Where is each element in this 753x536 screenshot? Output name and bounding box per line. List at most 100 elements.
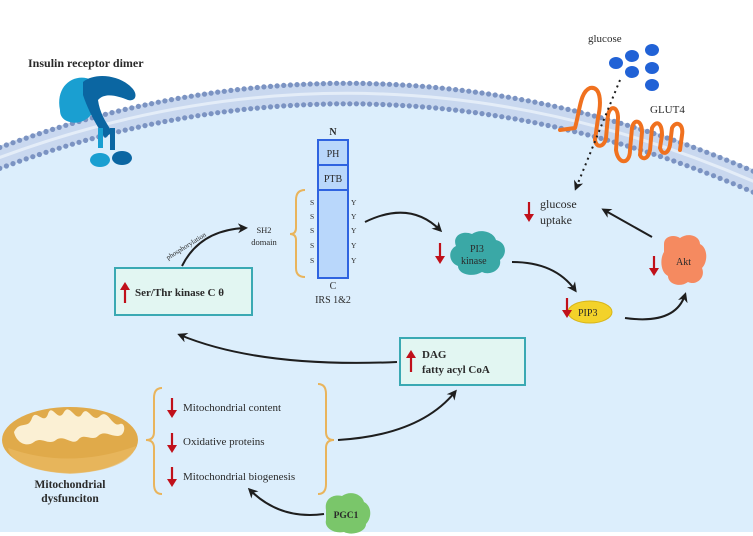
glucose-label: glucose [588, 33, 622, 45]
insulin-receptor-icon [59, 76, 136, 167]
phospholipid-head [56, 145, 62, 151]
phospholipid-head [704, 149, 710, 155]
phospholipid-head [750, 189, 753, 195]
phospholipid-head [525, 118, 531, 124]
phospholipid-head [43, 149, 49, 155]
phospholipid-head [142, 102, 148, 108]
phospholipid-head [327, 101, 333, 107]
phospholipid-head [334, 80, 340, 86]
phospholipid-head [168, 97, 175, 103]
akt-icon [661, 235, 707, 285]
phospholipid-head [697, 147, 703, 153]
phospholipid-head [122, 106, 128, 112]
phospholipid-head [413, 103, 419, 109]
irs-ph-domain: PH [327, 149, 340, 160]
phospholipid-head [453, 107, 459, 113]
mito-effect-item: Mitochondrial content [183, 402, 281, 414]
phospholipid-head [724, 157, 730, 163]
pi3k-label-2: kinase [461, 256, 487, 267]
phospholipid-head [195, 92, 201, 98]
phospholipid-head [479, 90, 485, 96]
phospholipid-head [274, 83, 280, 89]
ser-residue: S [310, 256, 314, 265]
phospholipid-head [43, 128, 49, 135]
phospholipid-head [347, 101, 353, 107]
glucose-uptake-label: glucose [540, 197, 577, 211]
phospholipid-head [314, 101, 320, 107]
phospholipid-head [129, 105, 135, 111]
phospholipid-head [499, 114, 505, 120]
arrow-pi3k-to-pip3 [511, 261, 577, 293]
phospholipid-head [30, 133, 36, 139]
phospholipid-head [578, 130, 584, 136]
phospholipid-head [36, 151, 43, 158]
phospholipid-head [155, 120, 161, 126]
phospholipid-head [611, 118, 617, 124]
phospholipid-head [426, 84, 432, 90]
phospholipid-head [17, 158, 23, 164]
phospholipid-head [168, 117, 175, 123]
ser-residue: S [310, 241, 314, 250]
phospholipid-head [50, 126, 56, 132]
phospholipid-head [208, 90, 214, 96]
arrow-dag-to-pkc [177, 333, 398, 364]
phospholipid-head [585, 111, 591, 117]
phospholipid-head [116, 129, 122, 135]
tyr-residue: Y [351, 212, 357, 221]
phospholipid-head [419, 104, 426, 110]
phospholipid-head [664, 135, 670, 141]
insulin-receptor-label: Insulin receptor dimer [28, 56, 144, 70]
phospholipid-head [261, 84, 267, 90]
phospholipid-head [188, 93, 194, 99]
phospholipid-head [486, 91, 492, 97]
phospholipid-head [499, 93, 505, 99]
phospholipid-head [162, 118, 168, 125]
phospholipid-head [433, 84, 439, 91]
phospholipid-head [353, 80, 359, 86]
mitochondrion-icon [2, 407, 138, 474]
phospholipid-head [347, 80, 353, 86]
tyr-residue: Y [351, 241, 357, 250]
phospholipid-head [618, 141, 624, 147]
mito-dysfunction-label-2: dysfunciton [41, 493, 99, 505]
down-arrow-icon [167, 433, 177, 453]
phospholipid-head [162, 98, 168, 104]
phospholipid-head [274, 103, 280, 109]
phospholipid-head [241, 86, 247, 92]
phospholipid-head [737, 163, 743, 169]
phospholipid-head [651, 151, 657, 157]
phospholipid-head [221, 109, 227, 115]
sh2-label-2: domain [251, 237, 277, 247]
dag-label-2: fatty acyl CoA [422, 364, 490, 376]
phospholipid-head [10, 161, 16, 167]
phospholipid-head [591, 113, 598, 119]
phospholipid-head [386, 102, 393, 108]
down-arrow-icon [167, 398, 177, 418]
phospholipid-head [307, 101, 313, 108]
phospholipid-head [439, 85, 445, 91]
irs-protein [317, 139, 349, 279]
phospholipid-head [360, 80, 366, 86]
phospholipid-head [373, 101, 379, 107]
phospholipid-head [10, 140, 16, 146]
phospholipid-head [532, 99, 538, 105]
arrow-irs-to-pi3k [364, 211, 443, 233]
phospholipid-head [320, 101, 326, 107]
arrow-pip3-to-akt [624, 292, 688, 321]
glut4-icon [558, 85, 685, 164]
phospholipid-head [598, 135, 604, 141]
phospholipid-head [386, 81, 393, 87]
phospholipid-head [644, 128, 650, 134]
up-arrow-icon [120, 282, 130, 303]
phospholipid-head [340, 101, 346, 107]
phospholipid-head [532, 120, 538, 126]
phospholipid-head [393, 82, 399, 88]
phospholipid-head [743, 186, 750, 192]
pkc-label: Ser/Thr kinase C θ [135, 287, 224, 299]
phospholipid-head [730, 181, 736, 187]
sh2-label: SH2 [256, 225, 271, 235]
phospholipid-head [697, 168, 703, 174]
phospholipid-head [406, 82, 412, 88]
phospholipid-head [552, 103, 558, 109]
phospholipid-head [188, 114, 194, 120]
